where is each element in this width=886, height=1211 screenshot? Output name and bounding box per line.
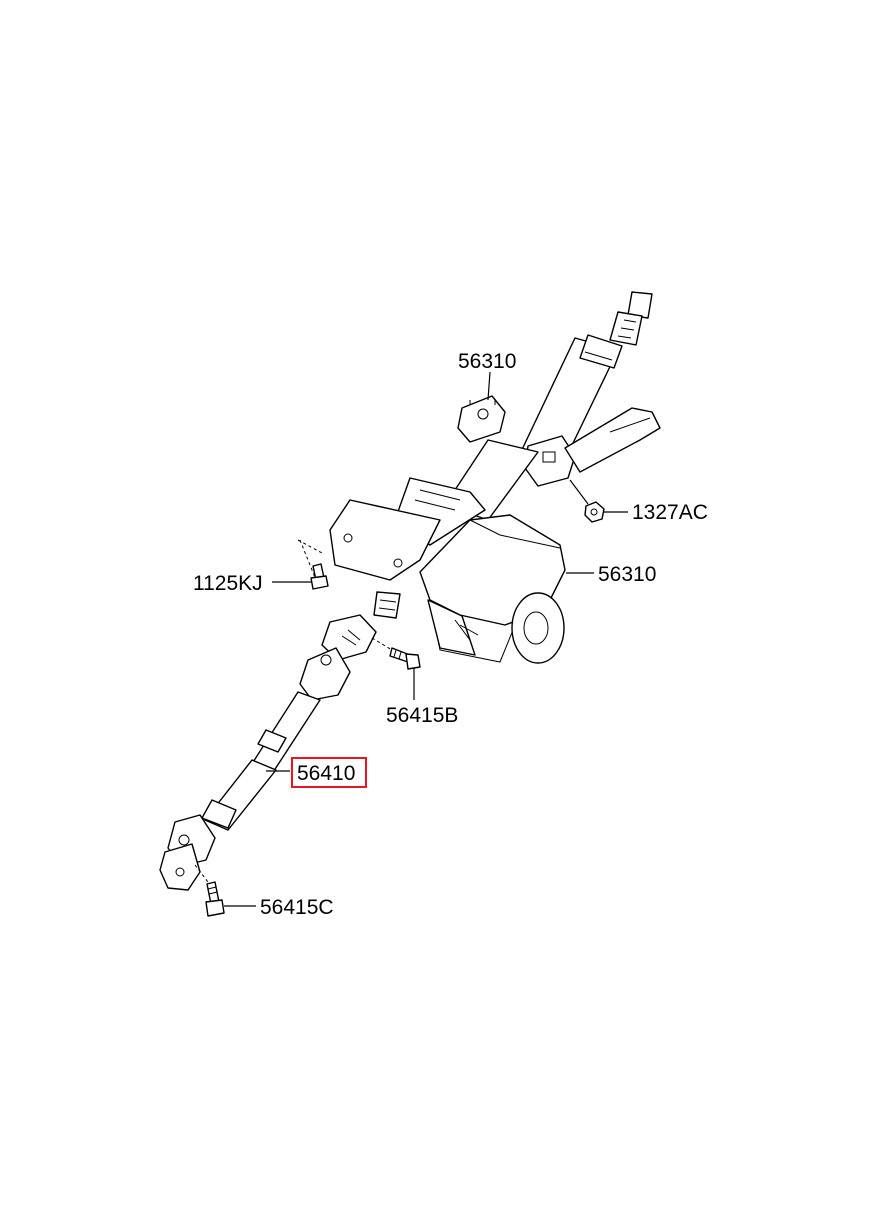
steering-column-assembly <box>329 291 661 664</box>
bolt-56415c-icon <box>194 864 225 917</box>
nut-1327ac-icon <box>584 501 605 523</box>
callout-shaft-assembly[interactable]: 56410 <box>297 762 355 785</box>
callout-column-assembly[interactable]: 56310 <box>598 563 656 586</box>
callout-nut[interactable]: 1327AC <box>632 501 708 524</box>
leader-tilt-bracket <box>569 479 589 505</box>
callout-joint-bolt-lower[interactable]: 56415C <box>260 896 334 919</box>
highlight-box <box>291 757 367 788</box>
leader-upper-bracket <box>487 371 491 401</box>
intermediate-shaft-assembly <box>159 614 377 891</box>
callout-bolt-left[interactable]: 1125KJ <box>193 572 263 595</box>
callout-joint-bolt-upper[interactable]: 56415B <box>386 704 458 727</box>
bolt-56415b-icon <box>371 637 421 670</box>
callout-upper-bracket[interactable]: 56310 <box>458 350 516 373</box>
bolt-1125kj-icon <box>310 563 329 590</box>
